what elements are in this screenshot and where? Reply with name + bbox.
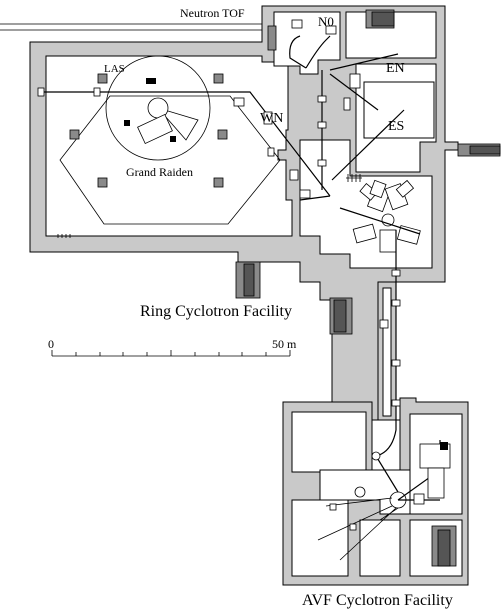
en-label: EN bbox=[386, 61, 405, 76]
avf-cyclotron bbox=[317, 440, 451, 561]
avf-facility-label: AVF Cyclotron Facility bbox=[302, 592, 453, 609]
neutron-tof-tunnel bbox=[0, 23, 262, 31]
wn-label: WN bbox=[260, 111, 283, 126]
scale-start-label: 0 bbox=[48, 337, 54, 351]
scale-end-label: 50 m bbox=[272, 337, 297, 351]
grand-raiden-label: Grand Raiden bbox=[126, 165, 193, 179]
scale-bar: 0 50 m bbox=[48, 337, 297, 357]
es-label: ES bbox=[388, 119, 404, 134]
n0-label: N0 bbox=[318, 14, 334, 29]
neutron-tof-label: Neutron TOF bbox=[180, 6, 245, 20]
shielding-blocks bbox=[235, 9, 501, 567]
grand-raiden-area bbox=[37, 55, 331, 238]
corridor-interior bbox=[382, 287, 392, 417]
las-label: LAS bbox=[104, 63, 125, 75]
ring-facility-label: Ring Cyclotron Facility bbox=[140, 303, 292, 320]
ring-cyclotron bbox=[289, 19, 421, 457]
